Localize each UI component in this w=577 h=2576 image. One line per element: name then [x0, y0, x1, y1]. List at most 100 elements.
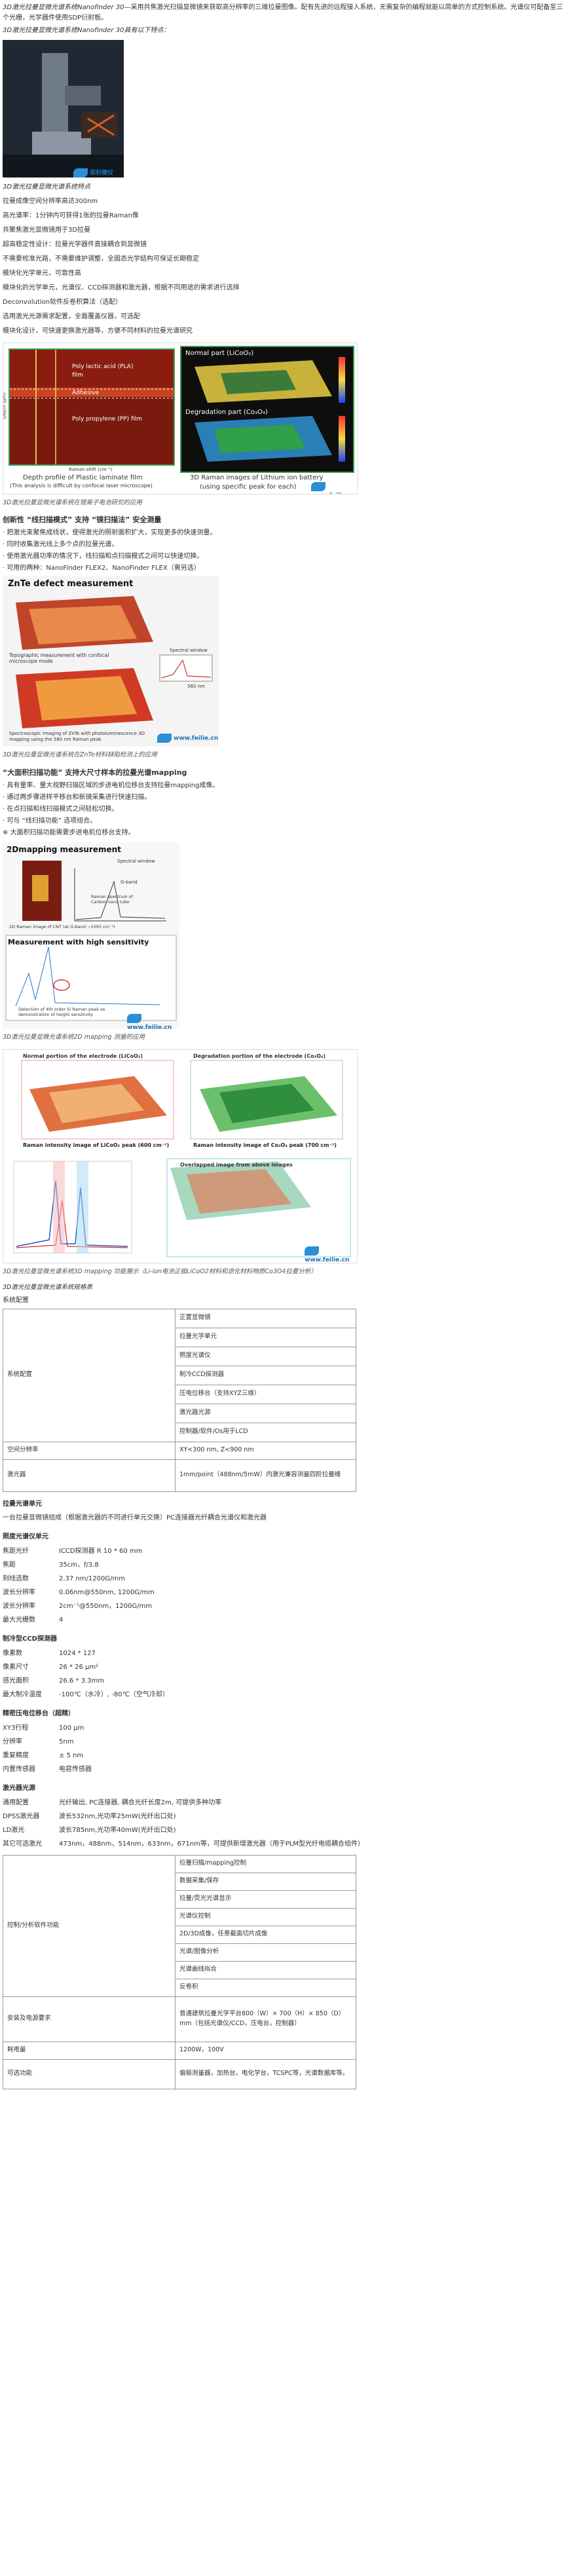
- config-group-label: 系统配置: [3, 1308, 176, 1442]
- software-item: 拉曼扫描/mapping控制: [175, 1854, 356, 1873]
- figure-depth-battery: Poly lactic acid (PLA) film Adhesive Pol…: [3, 342, 358, 495]
- option-label: 可选功能: [3, 2059, 176, 2089]
- bullet-item: · 同时收集激光线上多个点的拉曼光谱。: [3, 541, 119, 549]
- config-table: 系统配置正置显微镜 拉曼光学单元 照度光谱仪 制冷CCD探测器 压电位移台（支持…: [3, 1308, 356, 1492]
- spec-value: 电容传感器: [59, 1765, 92, 1773]
- power-value: 1200W，100V: [175, 2041, 356, 2060]
- mapping-label-spec: Raman spectrum of Carbon nano tube: [91, 894, 133, 905]
- electrode-chart: [13, 1060, 351, 1258]
- mapping-label-detect: Detection of 4th order Si Raman peak as …: [18, 1007, 105, 1017]
- option-value: 偏振测量器，加热台，电化学台，TCSPC等，光谱数据库等。: [175, 2059, 356, 2089]
- electrode-label-normal: Normal portion of the electrode (LiCoO₂): [23, 1053, 143, 1059]
- config-item: 照度光谱仪: [175, 1346, 356, 1366]
- software-table: 控制/分析软件功能拉曼扫描/mapping控制 数据采集/保存 拉曼/荧光光谱显…: [3, 1854, 356, 2089]
- feature-item: 高光谱率：1分钟内可获得1张的拉曼Raman像: [3, 212, 139, 219]
- label-pp: Poly propylene (PP) film: [72, 415, 142, 422]
- mapping-label-img: 2D Raman image of CNT (at G-band ~1593 c…: [9, 924, 115, 930]
- spec-key: XY3行程: [3, 1724, 29, 1732]
- config-item: 制冷CCD探测器: [175, 1365, 356, 1385]
- mapping-chart: [5, 861, 177, 1021]
- spec-value: 5nm: [59, 1738, 74, 1745]
- page-root: 3D激光拉曼显微光谱系统Nanofinder 30—采用共焦激光扫描显微镜来获取…: [0, 3, 572, 2089]
- spec-key: 像素数: [3, 1649, 22, 1657]
- spec-value: 2.37 nm/1200G/mm: [59, 1575, 125, 1582]
- label-degrade: Degradation part (Co₃O₄): [185, 408, 268, 416]
- section2-heading: 创新性 “线扫描模式” 支持 “镜扫描法” 安全测量: [3, 515, 162, 525]
- watermark: www.feilie.cn: [157, 734, 218, 743]
- watermark-url: www.feilie.cn: [174, 735, 219, 742]
- spec-value: -100℃（水冷）, -80℃（空气冷却）: [59, 1690, 169, 1698]
- spec-value: 0.06nm@550nm, 1200G/mm: [59, 1588, 155, 1596]
- figure-znte-caption: 3D激光拉曼显微光谱系统在ZnTe材料缺陷检测上的应用: [3, 751, 157, 759]
- figure-znte: ZnTe defect measurement Topographic meas…: [3, 576, 219, 747]
- watermark: www.feilie.cn: [305, 1246, 357, 1263]
- software-item: 光谱仪控制: [175, 1907, 356, 1926]
- spec-key: 焦距光纤: [3, 1547, 29, 1555]
- bullet-item: ※ 大面积扫描功能需要步进电机位移台支持。: [3, 829, 135, 837]
- depth-profile-chart: [10, 349, 174, 464]
- mapping-title: 2Dmapping measurement: [7, 845, 121, 855]
- spec-key: 通用配置: [3, 1799, 29, 1806]
- bullet-item: · 使用激光器功率的情况下，线扫描和点扫描模式之间可以快速切换。: [3, 553, 204, 561]
- spec-value: ± 5 nm: [59, 1751, 84, 1759]
- watermark-url: www.feilie.cn: [311, 493, 356, 494]
- battery-caption-1: 3D Raman images of Lithium ion battery: [190, 474, 324, 481]
- spec-key: 焦距: [3, 1561, 16, 1569]
- config-item: 压电位移台（支持XYZ三维）: [175, 1384, 356, 1404]
- watermark: 菲利德仪: [73, 168, 113, 177]
- spec-row: 内置传感器电容传感器: [3, 1763, 572, 1776]
- config-sub: 系统配置: [3, 1297, 29, 1305]
- env-label: 安装及电源要求: [3, 1996, 176, 2042]
- section3-heading: “大面积扫描功能” 支持大尺寸样本的拉曼光谱mapping: [3, 768, 187, 777]
- watermark-text: 菲利德仪: [90, 170, 114, 176]
- feature-list: 3D激光拉曼显微光谱系统特点 拉曼成像空间分辨率高达300nm 高光谱率：1分钟…: [3, 180, 572, 339]
- microscope-image: [3, 39, 124, 177]
- watermark-logo-icon: [311, 481, 326, 491]
- section1-heading: 3D激光拉曼显微光谱系统Nanofinder 30具有以下特点：: [3, 27, 170, 34]
- watermark-url: www.feilie.cn: [305, 1257, 350, 1263]
- battery-caption-2: (using specific peak for each): [200, 483, 297, 491]
- spec-header-stage: 精密压电位移台（超精）: [3, 1709, 75, 1717]
- depth-xlabel: Raman shift (cm⁻¹): [69, 466, 113, 472]
- mapping-label-window: Spectral window: [117, 859, 155, 865]
- spec-row: 重复精度± 5 nm: [3, 1749, 572, 1763]
- label-normal: Normal part (LiCoO₂): [185, 349, 254, 357]
- spec-key: 分辨率: [3, 1738, 22, 1745]
- config-item: 拉曼光学单元: [175, 1327, 356, 1347]
- spec-value: 26 * 26 μm²: [59, 1663, 99, 1671]
- figure-electrode: Normal portion of the electrode (LiCoO₂)…: [3, 1049, 358, 1263]
- figure-2dmapping: 2Dmapping measurement Spectral window G-…: [3, 842, 179, 1030]
- spec-header-optical: 拉曼光谱单元: [3, 1500, 42, 1508]
- spec-header-spectro: 照度光谱仪单元: [3, 1533, 48, 1540]
- bullet-item: · 通过两步骤进样平移台和新镜采集进行快速扫描。: [3, 794, 151, 802]
- battery-panel: Normal part (LiCoO₂) Degradation part (C…: [180, 345, 354, 473]
- config-heading: 3D激光拉曼显微光谱系统规格表: [3, 1284, 92, 1292]
- spec-value: ICCD探测器 R 10 * 60 mm: [59, 1547, 143, 1555]
- spec-value: 光纤输出, PC连接器, 耦合光纤长度2m, 可提供多种功率: [59, 1799, 222, 1806]
- config-item: 激光器光源: [175, 1403, 356, 1423]
- spec-key: 其它可选激光: [3, 1840, 42, 1848]
- znte-title: ZnTe defect measurement: [8, 579, 134, 589]
- watermark-url: www.feilie.cn: [127, 1024, 172, 1030]
- spec-row: 焦距光纤 ICCD探测器 R 10 * 60 mm: [3, 1544, 572, 1558]
- watermark: www.feilie.cn: [311, 481, 357, 494]
- feature-item: 拉曼成像空间分辨率高达300nm: [3, 197, 98, 205]
- watermark-logo-icon: [157, 734, 172, 743]
- section2-bullets: · 把激光束聚焦成线状，使得激光的照射面积扩大，实现更多的快速测量。 · 同时收…: [3, 528, 572, 574]
- product-photo: 菲利德仪: [3, 39, 124, 177]
- spec-row: DPSS激光器波长532nm,光功率25mW(光纤出口处): [3, 1810, 572, 1823]
- spec-key: DPSS激光器: [3, 1812, 40, 1820]
- software-item: 2D/3D成像，任意截面切片成像: [175, 1925, 356, 1944]
- config-laser-value: 1mm/point（488nm/5mW）内激光兼容测量四阶拉曼峰: [175, 1459, 356, 1492]
- spec-row: 分辨率 5nm: [3, 1735, 572, 1749]
- spec-key: LD激光: [3, 1826, 25, 1834]
- spec-value: 4: [59, 1616, 64, 1624]
- power-label: 耗电量: [3, 2041, 176, 2060]
- spec-value: 2cm⁻¹@550nm，1200G/mm: [59, 1602, 153, 1610]
- feature-item: 模块化光学单元，可靠性高: [3, 269, 81, 277]
